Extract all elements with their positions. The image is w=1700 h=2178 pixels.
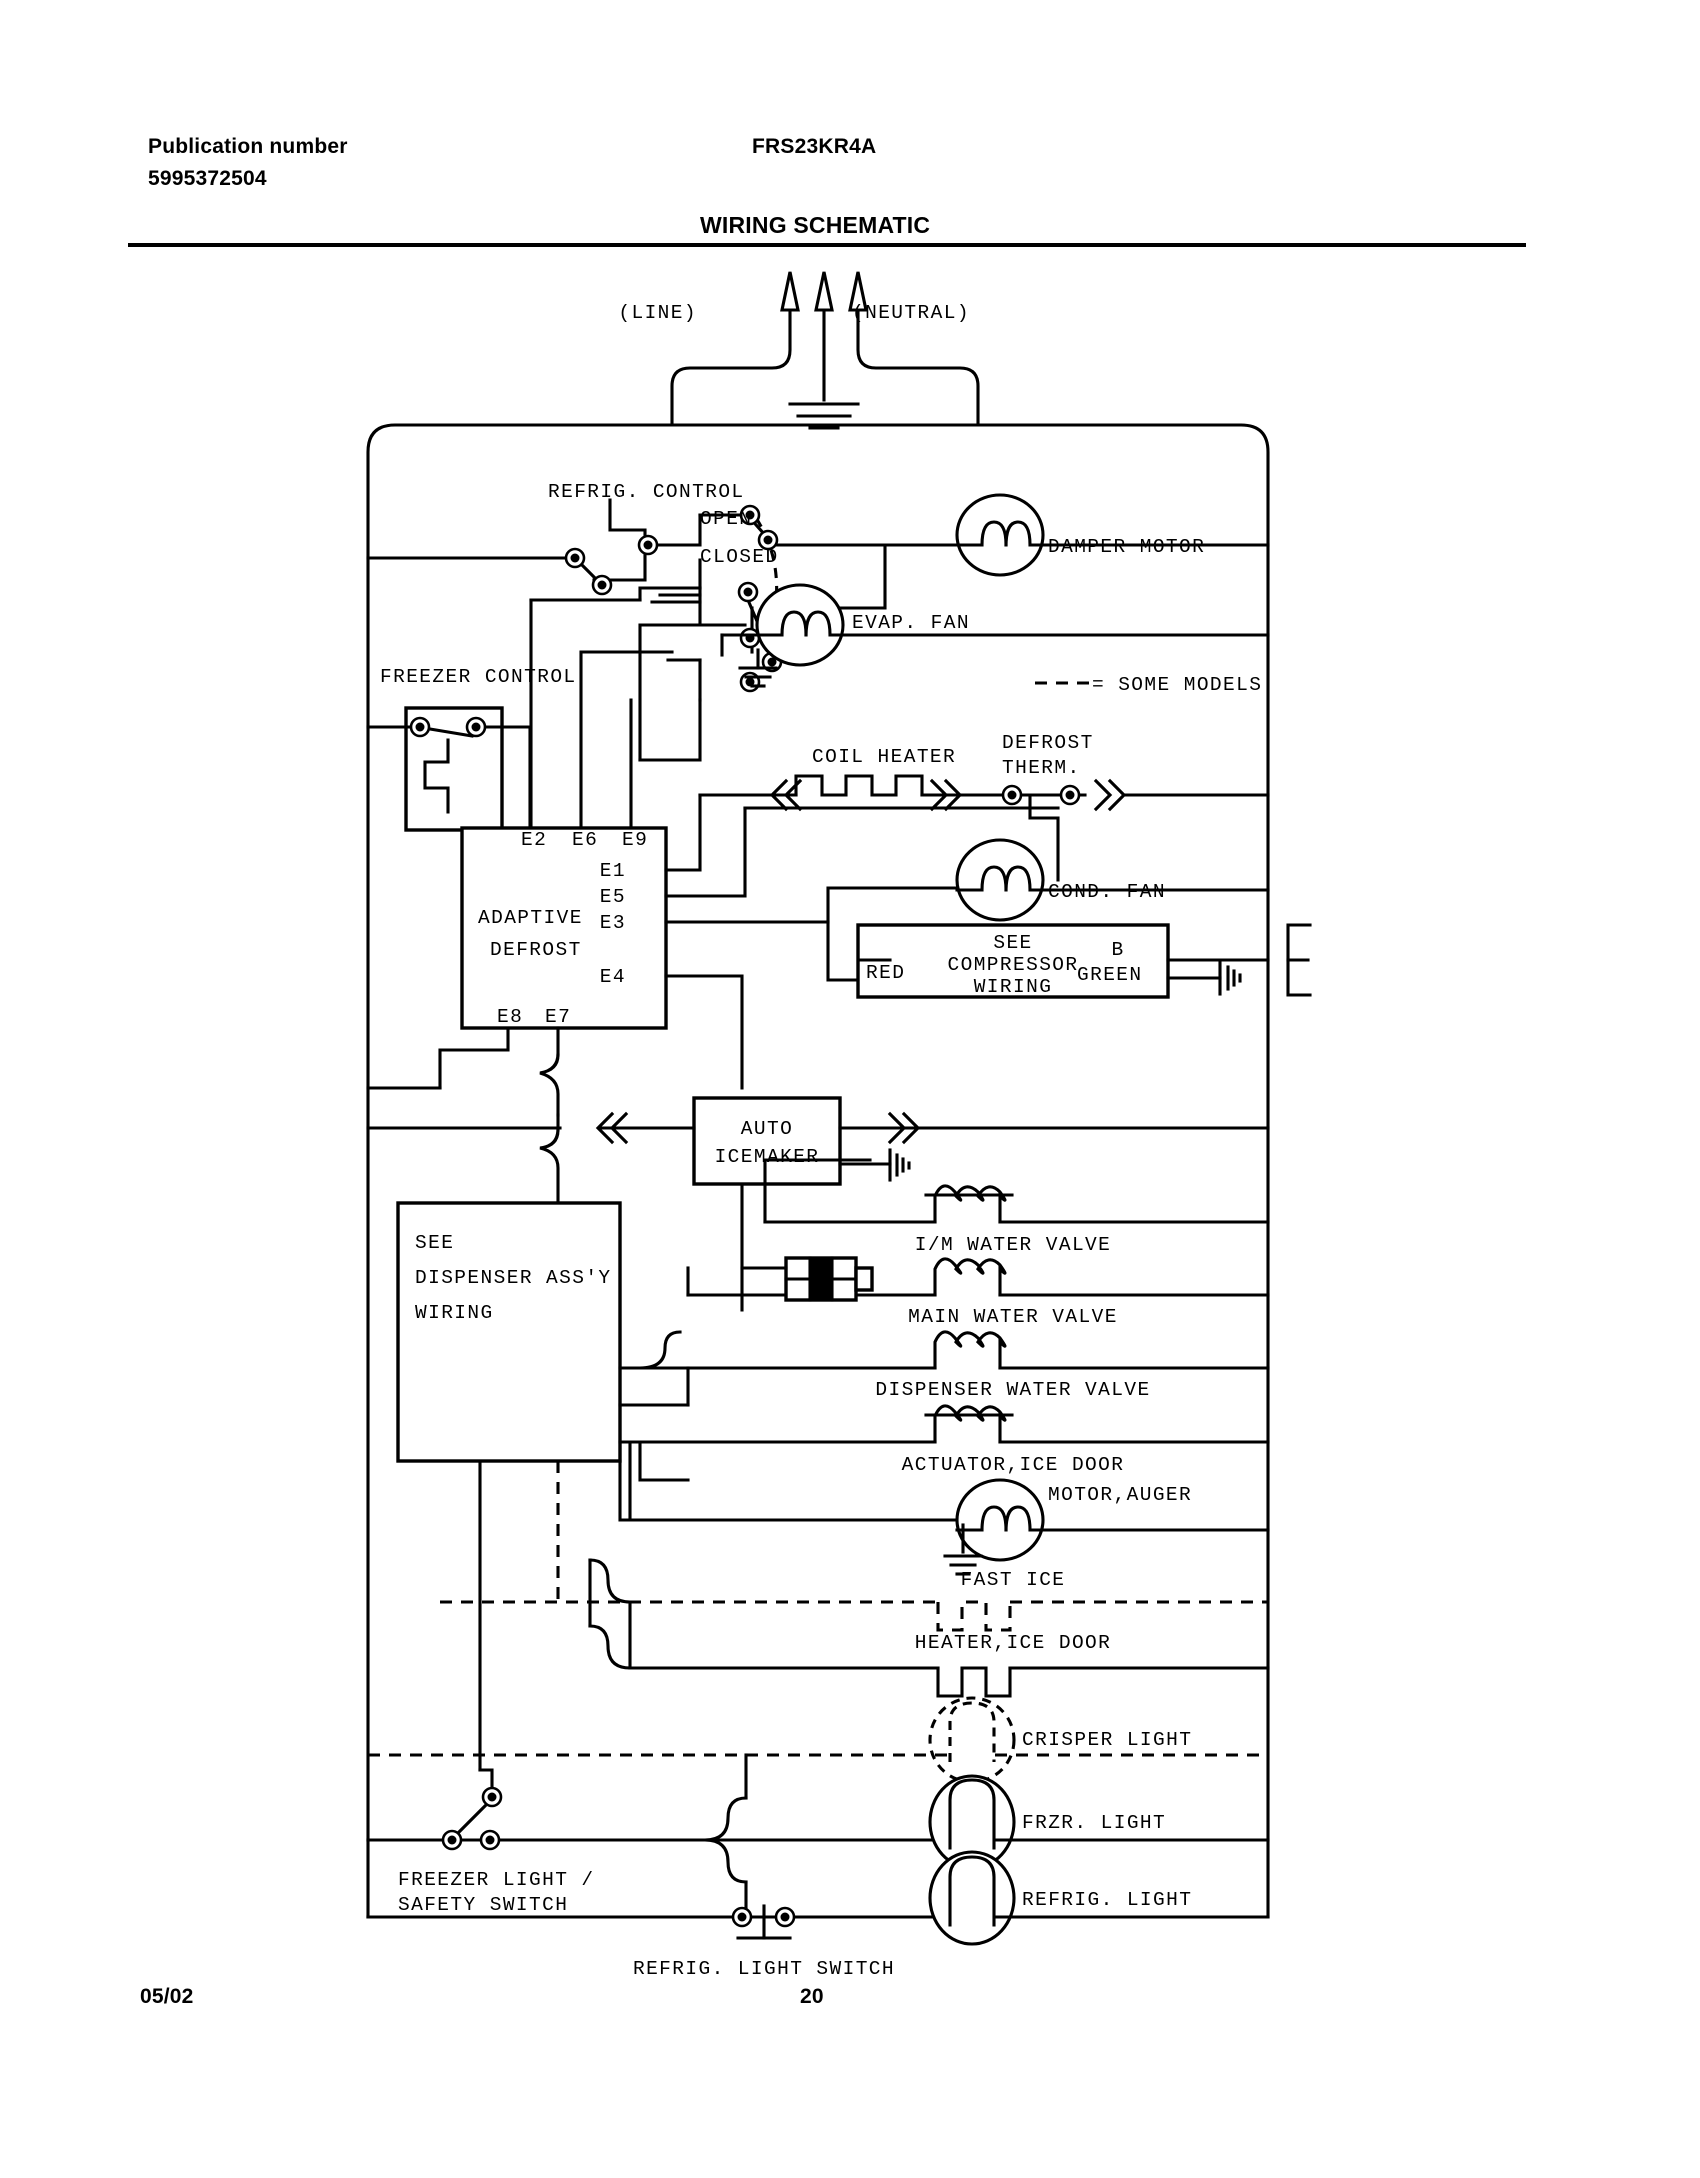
defrost-therm-symbol	[998, 778, 1270, 882]
terminal-e9: E9	[622, 829, 648, 851]
cond-fan-symbol	[955, 838, 1270, 922]
fast-ice-label: FAST ICE	[961, 1569, 1066, 1591]
frzr-light-symbol	[366, 1774, 1270, 1870]
compressor-green-label: GREEN	[1077, 964, 1143, 986]
terminal-e2: E2	[521, 829, 547, 851]
icemaker-line-1: AUTO	[741, 1118, 793, 1140]
publication-number-label: Publication number	[148, 135, 348, 158]
heater-ice-door-label: HEATER,ICE DOOR	[915, 1632, 1112, 1654]
compressor-wiring-box	[856, 923, 1170, 999]
refrig-closed-label: CLOSED	[700, 546, 779, 568]
coil-heater-label: COIL HEATER	[812, 746, 956, 768]
terminal-e7: E7	[545, 1006, 571, 1028]
header-divider	[128, 243, 1526, 247]
footer-page-number: 20	[800, 1985, 824, 2008]
main-water-valve-symbol	[686, 1256, 1270, 1302]
dispenser-line-3: WIRING	[415, 1302, 494, 1324]
dispenser-leads	[478, 1113, 690, 1772]
dispenser-line-1: SEE	[415, 1232, 454, 1254]
refrig-open-label: OPEN	[700, 508, 752, 530]
crisper-light-label: CRISPER LIGHT	[1022, 1729, 1192, 1751]
line-label: (LINE)	[618, 302, 697, 324]
damper-motor-label: DAMPER MOTOR	[1048, 536, 1205, 558]
publication-number-value: 5995372504	[148, 167, 267, 190]
compressor-line-1: SEE	[993, 932, 1032, 954]
model-number: FRS23KR4A	[752, 135, 877, 158]
adaptive-defrost-title-2: DEFROST	[490, 939, 582, 961]
page-title: WIRING SCHEMATIC	[700, 212, 931, 238]
evap-fan-symbol	[638, 583, 1270, 762]
actuator-ice-door-symbol	[628, 1404, 1270, 1444]
fast-ice-symbol	[440, 1600, 1268, 1632]
terminal-e6: E6	[572, 829, 598, 851]
freezer-control-label: FREEZER CONTROL	[380, 666, 577, 688]
wire-jumper-hops	[588, 1440, 748, 1919]
refrig-light-switch-label: REFRIG. LIGHT SWITCH	[633, 1958, 895, 1980]
footer-date: 05/02	[140, 1985, 194, 2008]
defrost-therm-label-1: DEFROST	[1002, 732, 1094, 754]
frzr-light-label: FRZR. LIGHT	[1022, 1812, 1166, 1834]
defrost-therm-label-2: THERM.	[1002, 757, 1081, 779]
adaptive-defrost-wiring	[366, 598, 1060, 1117]
terminal-e8: E8	[497, 1006, 523, 1028]
cond-fan-label: COND. FAN	[1048, 881, 1166, 903]
chassis-outline	[366, 423, 1270, 1919]
refrig-light-switch-symbol	[366, 1904, 796, 1940]
compressor-line-3: WIRING	[974, 976, 1053, 998]
freezer-safety-switch-symbol	[366, 1768, 503, 1851]
freezer-control-switch	[366, 706, 532, 832]
motor-auger-symbol	[628, 1478, 1270, 1576]
terminal-e1: E1	[600, 860, 626, 882]
freezer-safety-switch-label-2: SAFETY SWITCH	[398, 1894, 568, 1916]
terminal-e4: E4	[600, 966, 626, 988]
actuator-ice-door-label: ACTUATOR,ICE DOOR	[902, 1454, 1125, 1476]
evap-fan-label: EVAP. FAN	[852, 612, 970, 634]
heater-ice-door-symbol	[628, 1666, 1270, 1698]
motor-auger-label: MOTOR,AUGER	[1048, 1484, 1192, 1506]
dispenser-line-2: DISPENSER ASS'Y	[415, 1267, 612, 1289]
im-water-valve-label: I/M WATER VALVE	[915, 1234, 1112, 1256]
icemaker-leads	[366, 1111, 1270, 1312]
supply-terminals	[670, 271, 980, 430]
some-models-label: = SOME MODELS	[1092, 674, 1262, 696]
adaptive-defrost-box	[460, 826, 668, 1030]
auto-icemaker-box	[692, 1096, 842, 1186]
neutral-label: (NEUTRAL)	[852, 302, 970, 324]
terminal-e5: E5	[600, 886, 626, 908]
refrig-control-label: REFRIG. CONTROL	[548, 481, 745, 503]
dispenser-water-valve-label: DISPENSER WATER VALVE	[875, 1379, 1150, 1401]
dispenser-assy-box	[396, 1201, 622, 1463]
compressor-leads	[858, 958, 1270, 996]
im-water-valve-symbol	[763, 1158, 1270, 1224]
dispenser-water-valve-symbol	[628, 1330, 1270, 1370]
terminal-e3: E3	[600, 912, 626, 934]
adaptive-defrost-title-1: ADAPTIVE	[478, 907, 583, 929]
compressor-line-2: COMPRESSOR	[947, 954, 1078, 976]
freezer-safety-switch-label-1: FREEZER LIGHT /	[398, 1869, 595, 1891]
icemaker-line-2: ICEMAKER	[715, 1146, 820, 1168]
main-water-valve-label: MAIN WATER VALVE	[908, 1306, 1118, 1328]
damper-motor-symbol	[955, 493, 1270, 577]
refrig-control-switch	[366, 498, 1002, 762]
compressor-red-label: RED	[866, 962, 905, 984]
coil-heater-symbol	[698, 774, 1002, 812]
refrig-light-label: REFRIG. LIGHT	[1022, 1889, 1192, 1911]
compressor-b-label: B	[1111, 939, 1124, 961]
